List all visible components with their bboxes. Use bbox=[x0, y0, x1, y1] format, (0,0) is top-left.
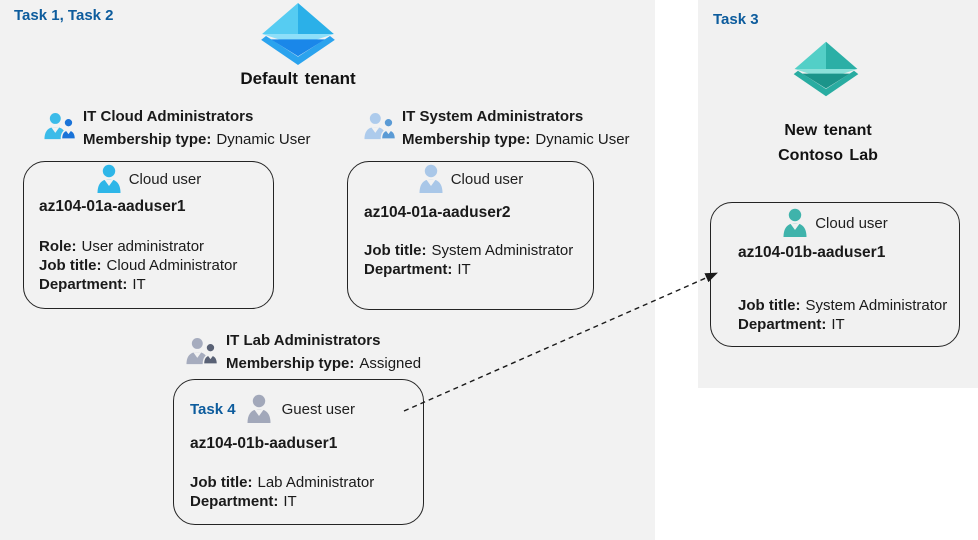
username: az104-01b-aaduser1 bbox=[738, 244, 886, 261]
group-title-cloud-admins: IT Cloud Administrators bbox=[83, 108, 254, 125]
new-tenant-title-line1: New tenant bbox=[784, 122, 872, 139]
detail-row: Department:IT bbox=[190, 493, 297, 510]
user-type-label: Guest user bbox=[281, 400, 355, 418]
group-users-icon-lab bbox=[186, 336, 219, 371]
membership-type-label: Membership type: bbox=[226, 355, 355, 372]
default-tenant-region bbox=[0, 0, 655, 540]
group-title-lab-admins: IT Lab Administrators bbox=[226, 332, 381, 349]
group-membership-cloud-admins: Membership type:Dynamic User bbox=[83, 131, 311, 148]
detail-row: Department:IT bbox=[39, 276, 146, 293]
task-4-label: Task 4 bbox=[190, 400, 236, 418]
detail-row: Job title:System Administrator bbox=[364, 242, 574, 259]
user-type-label: Cloud user bbox=[450, 170, 524, 188]
new-tenant-title-line2: Contoso Lab bbox=[778, 147, 878, 164]
card-header: Cloud user bbox=[24, 164, 273, 194]
task-3-label: Task 3 bbox=[713, 11, 759, 28]
azure-ad-tenant-icon-teal bbox=[792, 40, 860, 103]
detail-row: Job title:System Administrator bbox=[738, 297, 948, 314]
task-1-2-label: Task 1, Task 2 bbox=[14, 7, 114, 24]
detail-row: Department:IT bbox=[738, 316, 845, 333]
detail-row: Department:IT bbox=[364, 261, 471, 278]
membership-type-label: Membership type: bbox=[83, 131, 212, 148]
username: az104-01a-aaduser1 bbox=[39, 198, 186, 215]
detail-row: Job title:Cloud Administrator bbox=[39, 257, 238, 274]
group-users-icon-cloud bbox=[44, 111, 77, 146]
user-type-label: Cloud user bbox=[128, 170, 202, 188]
user-details: Job title:System Administrator Departmen… bbox=[364, 241, 573, 279]
user-details: Job title:Lab Administrator Department:I… bbox=[190, 473, 374, 511]
card-header: Task 4 Guest user bbox=[174, 394, 423, 424]
membership-type-value: Dynamic User bbox=[216, 131, 311, 148]
guest-user-card: Task 4 Guest user az104-01b-aaduser1 Job… bbox=[173, 379, 424, 525]
user-card-aaduser2: Cloud user az104-01a-aaduser2 Job title:… bbox=[347, 161, 594, 310]
username: az104-01b-aaduser1 bbox=[190, 435, 338, 452]
user-card-aaduser1: Cloud user az104-01a-aaduser1 Role:User … bbox=[23, 161, 274, 309]
person-icon-guest-user bbox=[247, 394, 271, 423]
membership-type-value: Dynamic User bbox=[535, 131, 630, 148]
person-icon-cloud-user bbox=[97, 164, 121, 193]
detail-row: Job title:Lab Administrator bbox=[190, 474, 375, 491]
azure-ad-tenant-icon bbox=[258, 2, 338, 71]
user-details: Job title:System Administrator Departmen… bbox=[738, 296, 947, 334]
person-icon-cloud-user bbox=[419, 164, 443, 193]
card-header: Cloud user bbox=[711, 208, 959, 238]
detail-row: Role:User administrator bbox=[39, 238, 205, 255]
user-type-label: Cloud user bbox=[815, 214, 888, 232]
username: az104-01a-aaduser2 bbox=[364, 204, 511, 221]
group-membership-system-admins: Membership type:Dynamic User bbox=[402, 131, 630, 148]
group-title-system-admins: IT System Administrators bbox=[402, 108, 584, 125]
membership-type-value: Assigned bbox=[359, 355, 422, 372]
default-tenant-title: Default tenant bbox=[240, 69, 356, 88]
person-icon-cloud-user bbox=[783, 208, 807, 237]
membership-type-label: Membership type: bbox=[402, 131, 531, 148]
group-membership-lab-admins: Membership type:Assigned bbox=[226, 355, 421, 372]
card-header: Cloud user bbox=[348, 164, 593, 194]
group-users-icon-system bbox=[364, 111, 397, 146]
user-details: Role:User administrator Job title:Cloud … bbox=[39, 237, 237, 294]
user-card-new-tenant: Cloud user az104-01b-aaduser1 Job title:… bbox=[710, 202, 960, 347]
